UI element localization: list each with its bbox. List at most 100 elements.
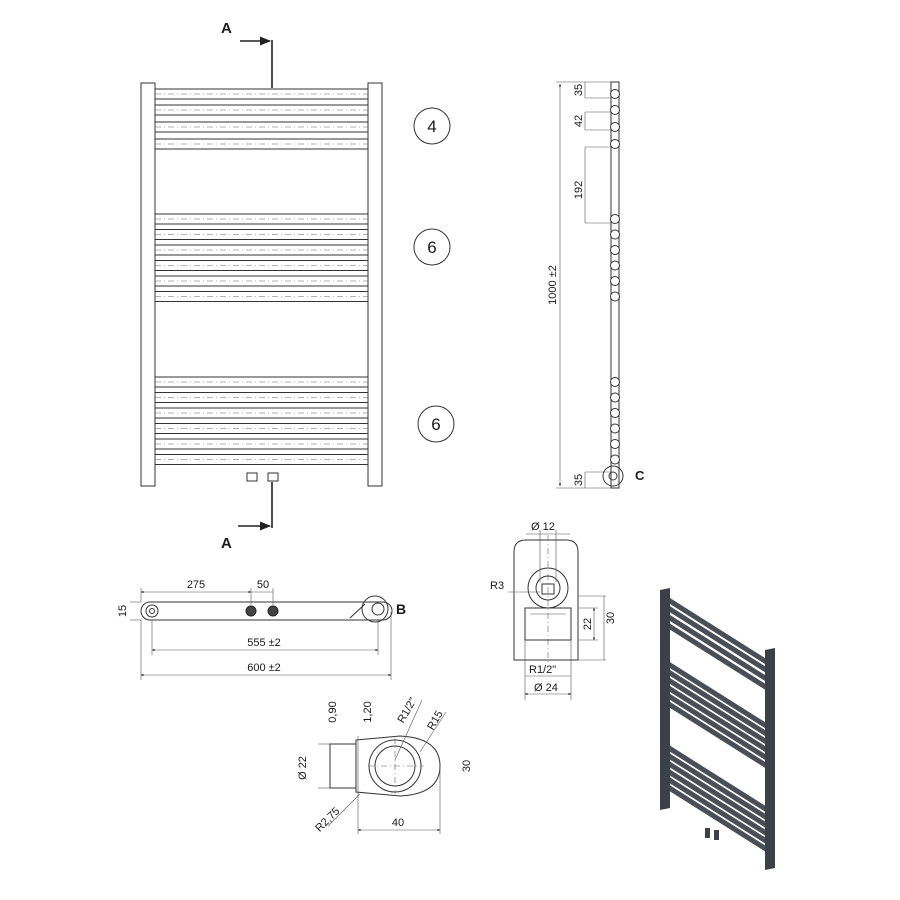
left-collector [140, 82, 156, 487]
side-bar-ends [610, 89, 620, 465]
heating-bar [154, 407, 369, 419]
section-arrow-bottom: A [221, 482, 273, 552]
dim-c-radius: R3 [490, 580, 504, 592]
heating-bar [154, 104, 369, 116]
bar-end [610, 392, 620, 403]
dim-b-wall1: 0,90 [327, 701, 339, 722]
heating-bar [154, 88, 369, 100]
iso-bar [670, 701, 765, 768]
dim-b-40: 40 [392, 817, 404, 829]
iso-bar [670, 614, 765, 681]
heating-bar [154, 438, 369, 450]
dim-depth-15: 15 [117, 605, 129, 617]
bar-end [610, 229, 620, 240]
iso-bar [670, 678, 765, 744]
heating-bar [154, 213, 369, 225]
section-label-top: A [221, 20, 232, 37]
iso-bar [670, 623, 765, 690]
iso-bar [670, 785, 765, 852]
dim-b-wall2: 1,20 [362, 701, 374, 722]
heating-bar [154, 454, 369, 465]
dim-50: 50 [257, 579, 269, 591]
heating-bar [154, 138, 369, 150]
bar-end [610, 291, 620, 302]
iso-bar [670, 598, 765, 665]
dim-bottom-35: 35 [573, 474, 585, 486]
iso-bar [670, 662, 765, 729]
dim-555: 555 ±2 [247, 637, 281, 649]
bar-end [610, 105, 620, 115]
side-view: 1000 ±2 35 42 192 35 C [547, 81, 645, 489]
radiator-3d-view [660, 588, 775, 870]
heating-bar [154, 244, 369, 256]
iso-bar [670, 761, 765, 828]
bar-end [610, 260, 620, 271]
dim-b-30: 30 [461, 760, 473, 772]
dim-b-r275: R2,75 [313, 805, 342, 834]
iso-bar [670, 670, 765, 737]
heating-bar [154, 423, 369, 434]
front-view: A A 4 6 6 [140, 20, 455, 552]
iso-bar [670, 693, 765, 760]
detail-c-view: Ø 12 R3 22 30 R1/2" Ø 24 [490, 521, 617, 700]
detail-b-label: B [396, 601, 406, 617]
dim-spacing-192: 192 [573, 181, 585, 199]
bar-end [610, 89, 620, 99]
iso-bar [670, 777, 765, 844]
detail-c-label: C [635, 468, 645, 483]
bar-end [610, 377, 620, 387]
dim-275: 275 [187, 579, 205, 591]
bar-group-callout-1: 4 [413, 107, 451, 145]
dim-600: 600 ±2 [247, 662, 281, 674]
dim-b-dia: Ø 22 [297, 756, 309, 780]
bar-end [610, 139, 620, 149]
bar-end [610, 454, 620, 465]
dim-b-thread: R1/2" [395, 696, 419, 726]
dim-b-r15: R15 [425, 709, 445, 732]
heating-bar [154, 275, 369, 287]
heating-bar [154, 291, 369, 302]
heating-bar [154, 392, 369, 403]
heating-bar [154, 260, 369, 271]
svg-text:6: 6 [427, 238, 436, 257]
right-collector [367, 82, 383, 487]
iso-bar [670, 685, 765, 752]
bar-end [610, 122, 620, 132]
heating-bar [154, 121, 369, 133]
bar-end [610, 276, 620, 286]
iso-bar [670, 606, 765, 673]
bar-end [610, 439, 620, 449]
heating-bar [154, 376, 369, 388]
side-collector [610, 81, 620, 489]
top-view-outline [140, 601, 393, 621]
dim-height: 1000 ±2 [547, 265, 559, 305]
dim-gap-42: 42 [573, 115, 585, 127]
iso-bar [670, 769, 765, 836]
bar-end [610, 408, 620, 418]
iso-bar [670, 753, 765, 820]
svg-text:6: 6 [431, 415, 440, 434]
bar-group-callout-3: 6 [417, 405, 455, 443]
iso-bar [670, 745, 765, 812]
dim-c-bore: Ø 12 [531, 521, 555, 533]
dim-c-thread: R1/2" [529, 664, 556, 676]
svg-text:4: 4 [427, 117, 436, 136]
section-arrow-top: A [221, 20, 273, 88]
section-label-bottom: A [221, 535, 232, 552]
detail-b-marker [361, 595, 389, 623]
heating-bar [154, 229, 369, 240]
dim-top-35: 35 [573, 84, 585, 96]
dim-c-dia: Ø 24 [534, 682, 558, 694]
dim-c-30: 30 [605, 612, 617, 624]
valve-connections [246, 472, 279, 482]
bar-end [610, 245, 620, 255]
bar-end [610, 214, 620, 224]
heating-bars [154, 88, 369, 465]
detail-c-marker [602, 465, 624, 487]
bar-end [610, 423, 620, 434]
top-view: B 275 50 15 555 ±2 600 ±2 [117, 579, 406, 680]
dim-c-22: 22 [582, 618, 594, 630]
bar-group-callout-2: 6 [413, 228, 451, 266]
detail-b-view: 0,90 1,20 R1/2" R15 Ø 22 30 R2,75 40 [297, 696, 473, 835]
